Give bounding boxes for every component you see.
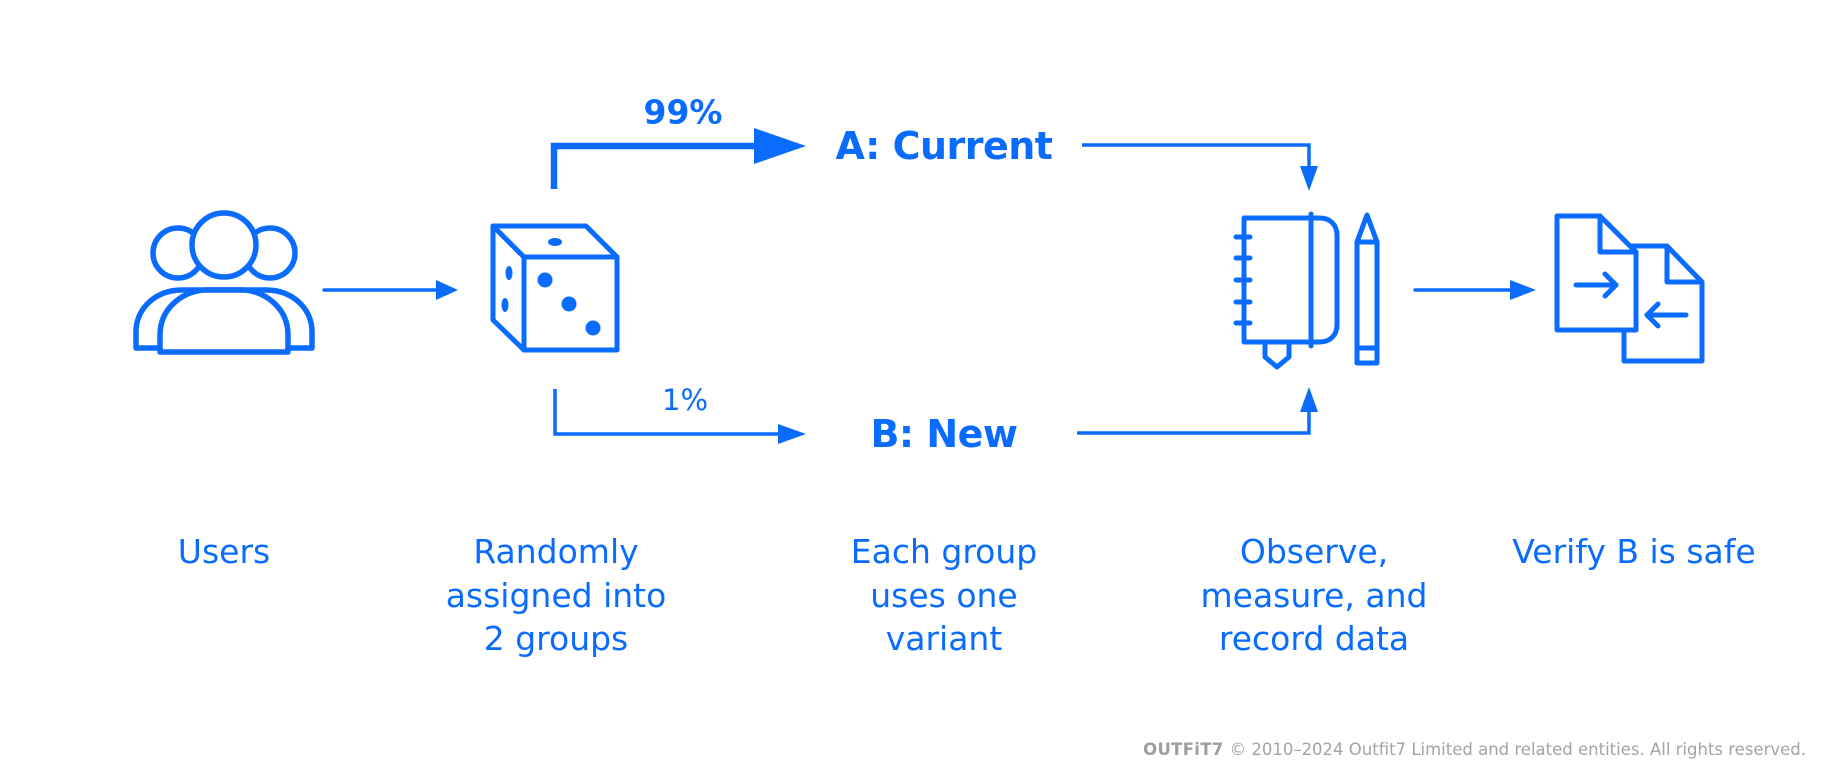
step-label-line: Randomly: [473, 532, 639, 571]
notebook-pencil-icon: [1233, 211, 1380, 370]
step-label-variants: Each group uses one variant: [851, 530, 1037, 661]
arrow-variant-a-to-observe: [1082, 143, 1318, 191]
step-label-line: Observe,: [1239, 532, 1389, 571]
copyright-text: © 2010–2024 Outfit7 Limited and related …: [1229, 740, 1806, 759]
step-label-line: 2 groups: [483, 619, 629, 658]
top-branch-percentage: 99%: [643, 92, 723, 132]
dice-icon: [490, 223, 620, 353]
step-label-line: assigned into: [445, 575, 667, 615]
brand-logo: OUTFiT7: [1143, 740, 1224, 759]
step-label-line: measure, and: [1200, 575, 1428, 615]
footer-copyright: OUTFiT7 © 2010–2024 Outfit7 Limited and r…: [1143, 740, 1806, 759]
step-label-line: Verify B is safe: [1512, 532, 1756, 571]
step-label-verify: Verify B is safe: [1512, 530, 1755, 574]
step-label-line: record data: [1218, 619, 1410, 658]
arrow-to-variant-b: [553, 389, 806, 444]
arrow-users-to-dice: [322, 280, 458, 300]
step-label-users: Users: [178, 530, 270, 574]
variant-a-label: A: Current: [835, 124, 1053, 168]
arrow-to-variant-a: [550, 128, 806, 189]
users-icon: [133, 210, 315, 355]
variant-b-label: B: New: [870, 412, 1018, 456]
documents-exchange-icon: [1554, 213, 1705, 364]
arrow-variant-b-to-observe: [1077, 387, 1318, 435]
step-label-random-assignment: Randomly assigned into 2 groups: [446, 530, 667, 661]
step-label-observe: Observe, measure, and record data: [1201, 530, 1428, 661]
bottom-branch-percentage: 1%: [661, 383, 709, 417]
step-label-line: Each group: [850, 532, 1038, 571]
arrow-observe-to-verify: [1413, 280, 1536, 300]
step-label-line: variant: [885, 619, 1003, 658]
step-label-line: uses one: [870, 575, 1018, 615]
step-label-line: Users: [177, 532, 271, 571]
